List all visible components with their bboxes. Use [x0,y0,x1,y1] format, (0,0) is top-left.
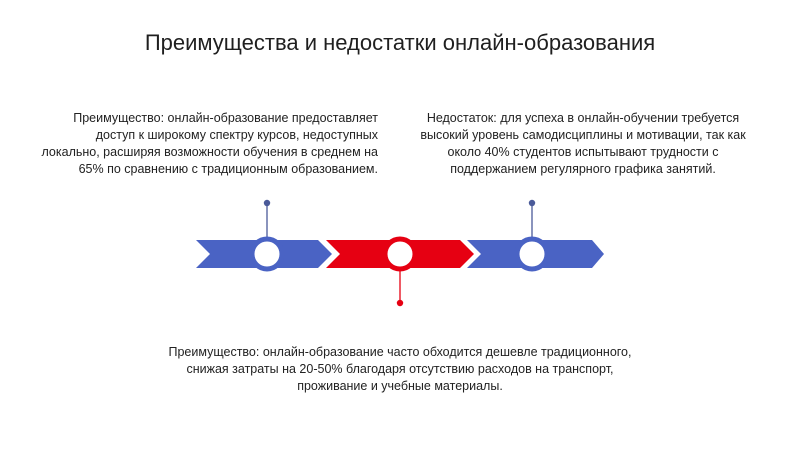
advantage-access-note: Преимущество: онлайн-образование предост… [41,111,378,176]
connector-dot-2 [528,199,536,207]
connector-dot-3 [396,299,404,307]
page-title: Преимущества и недостатки онлайн-образов… [144,30,656,55]
advantage-cost-note: Преимущество: онлайн-образование часто о… [168,345,632,393]
milestone-marker-3 [514,236,550,272]
milestone-marker-1 [249,236,285,272]
disadvantage-discipline-note: Недостаток: для успеха в онлайн-обучении… [420,111,746,176]
connector-dot-1 [263,199,271,207]
milestone-marker-2 [382,236,418,272]
